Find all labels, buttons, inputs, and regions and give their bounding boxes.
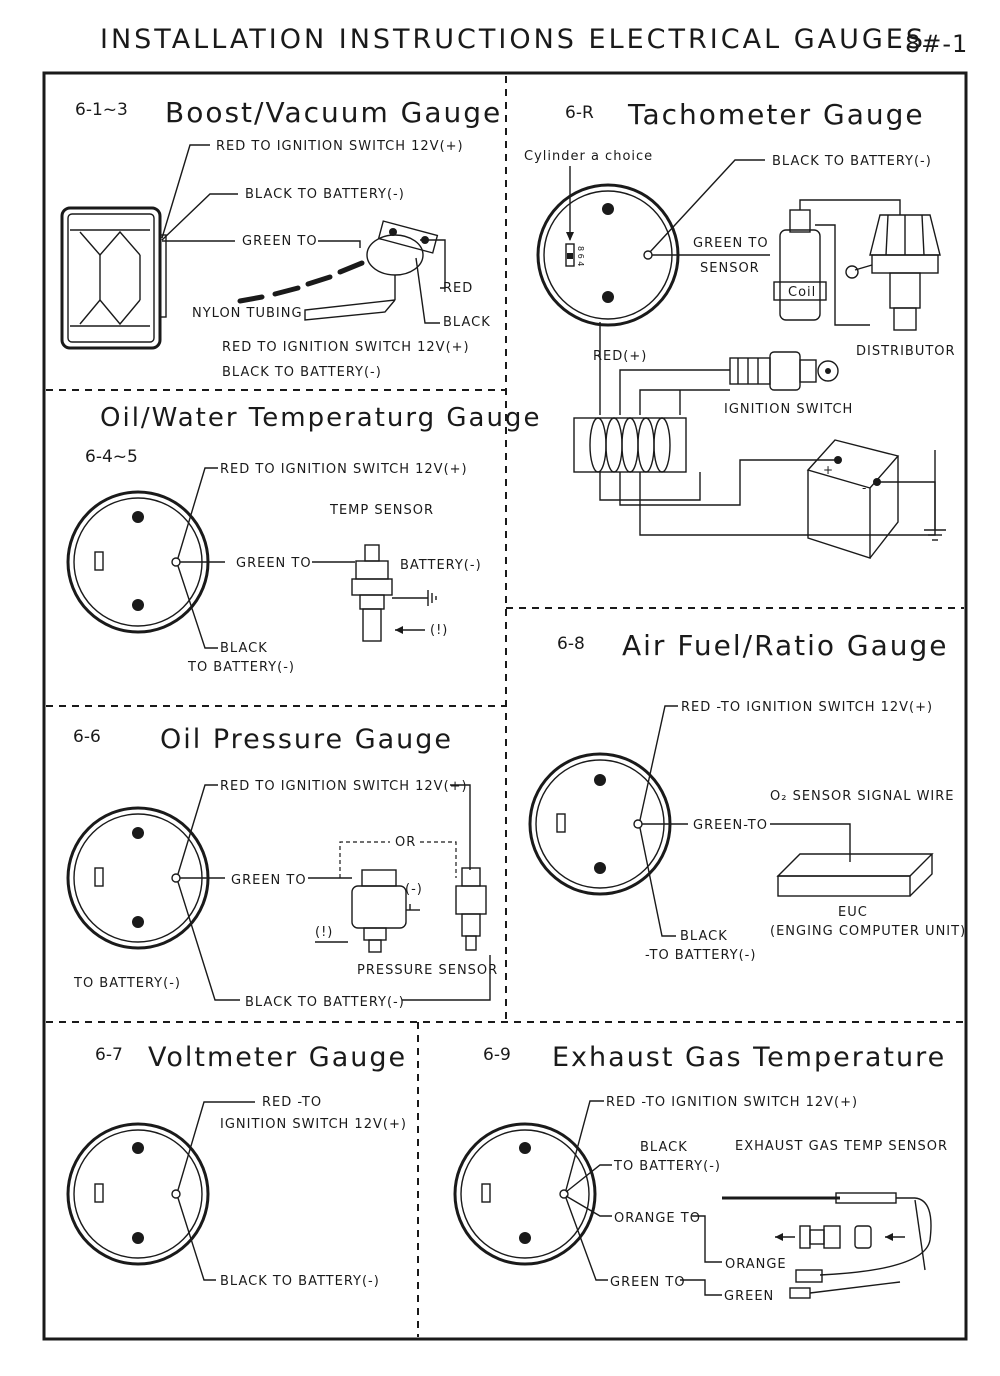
euc-label: EUC xyxy=(838,905,868,920)
afr-red-label: RED -TO IGNITION SWITCH 12V(+) xyxy=(681,700,933,715)
boost-sensor-red-label: RED xyxy=(443,281,473,296)
oil-or-label: OR xyxy=(395,835,416,850)
battery-plus-label: + xyxy=(823,463,833,477)
boost-vacuum-section: 6-1~3 Boost/Vacuum Gauge RED TO IGNITION… xyxy=(60,96,502,380)
nylon-tubing xyxy=(237,260,365,304)
oil-battery-label: TO BATTERY(-) xyxy=(73,976,181,991)
tach-green-label-2: SENSOR xyxy=(700,261,760,276)
voltmeter-section: 6-7 Voltmeter Gauge RED -TO IGNITION SWI… xyxy=(66,1042,407,1289)
tach-title: Tachometer Gauge xyxy=(627,98,925,131)
volt-red-label-1: RED -TO xyxy=(262,1095,322,1110)
sheet-border xyxy=(42,71,968,1341)
temp-black-label-2: TO BATTERY(-) xyxy=(187,660,295,675)
afr-code: 6-8 xyxy=(557,634,585,654)
pressure-sensor xyxy=(455,867,487,951)
boost-red-label: RED TO IGNITION SWITCH 12V(+) xyxy=(216,139,464,154)
afr-black-label-2: -TO BATTERY(-) xyxy=(645,948,756,963)
oil-pressure-sender xyxy=(351,869,420,953)
page-title: INSTALLATION INSTRUCTIONS ELECTRICAL GAU… xyxy=(100,24,926,55)
boost-sensor-black-label: BLACK xyxy=(443,315,491,330)
boost-code: 6-1~3 xyxy=(75,100,128,120)
tach-cylinder-label: Cylinder a choice xyxy=(524,149,653,164)
afr-title: Air Fuel/Ratio Gauge xyxy=(622,629,949,662)
temperature-section: Oil/Water Temperaturg Gauge 6-4~5 RED TO… xyxy=(66,403,541,675)
ignition-switch-label: IGNITION SWITCH xyxy=(724,402,853,417)
ignition-coil: Coil xyxy=(773,199,901,326)
coil-label: Coil xyxy=(788,285,816,300)
egt-thermocouple-probe xyxy=(722,1192,932,1299)
oil-minus-label: (-) xyxy=(405,882,423,897)
ignition-switch xyxy=(729,351,839,391)
nylon-tubing-label: NYLON TUBING xyxy=(192,306,303,321)
egt-gauge xyxy=(453,1122,597,1266)
egt-green-label: GREEN xyxy=(724,1289,774,1304)
boost-note-red: RED TO IGNITION SWITCH 12V(+) xyxy=(222,340,470,355)
tach-dip-switch-label: 8 6 4 xyxy=(576,246,585,266)
volt-red-label-2: IGNITION SWITCH 12V(+) xyxy=(220,1117,407,1132)
tach-gauge: 8 6 4 xyxy=(536,166,680,327)
egt-green-to-label: GREEN TO xyxy=(610,1275,686,1290)
egt-orange-to-label: ORANGE TO xyxy=(614,1211,701,1226)
pressure-sensor-label: PRESSURE SENSOR xyxy=(357,963,498,978)
afr-section: 6-8 Air Fuel/Ratio Gauge RED -TO IGNITIO… xyxy=(528,629,966,963)
egt-section: 6-9 Exhaust Gas Temperature RED -TO IGNI… xyxy=(453,1042,948,1304)
engine-computer-unit xyxy=(776,853,934,897)
temp-sensor xyxy=(351,544,437,642)
tach-black-label: BLACK TO BATTERY(-) xyxy=(772,154,932,169)
battery-minus-label: - xyxy=(862,481,866,495)
tach-red-label: RED(+) xyxy=(593,349,647,364)
page-code: 8#-1 xyxy=(905,30,968,58)
battery: + - xyxy=(806,439,900,559)
oil-warning-note: (!) xyxy=(315,925,333,940)
volt-title: Voltmeter Gauge xyxy=(148,1042,407,1073)
temp-code: 6-4~5 xyxy=(85,447,138,467)
temp-sensor-label: TEMP SENSOR xyxy=(329,503,434,518)
egt-black-label-1: BLACK xyxy=(640,1140,688,1155)
oil-green-label: GREEN TO xyxy=(231,873,307,888)
oil-code: 6-6 xyxy=(73,727,101,747)
temp-black-label-1: BLACK xyxy=(220,641,268,656)
afr-green-label: GREEN-TO xyxy=(693,818,768,833)
egt-sensor-label: EXHAUST GAS TEMP SENSOR xyxy=(735,1139,948,1154)
egt-code: 6-9 xyxy=(483,1045,511,1065)
temp-red-label: RED TO IGNITION SWITCH 12V(+) xyxy=(220,462,468,477)
tach-code: 6-R xyxy=(565,103,594,123)
oil-pressure-section: 6-6 Oil Pressure Gauge RED TO IGNITION S… xyxy=(66,724,498,1010)
temp-title: Oil/Water Temperaturg Gauge xyxy=(100,403,541,433)
temp-warning-note: (!) xyxy=(430,623,448,638)
afr-o2-label: O₂ SENSOR SIGNAL WIRE xyxy=(770,789,955,804)
volt-black-label: BLACK TO BATTERY(-) xyxy=(220,1274,380,1289)
boost-sender-unit xyxy=(304,220,446,324)
volt-gauge xyxy=(66,1122,210,1266)
oil-black-label: BLACK TO BATTERY(-) xyxy=(245,995,405,1010)
boost-note-black: BLACK TO BATTERY(-) xyxy=(222,365,382,380)
egt-orange-label: ORANGE xyxy=(725,1257,787,1272)
ground-symbol xyxy=(924,450,946,541)
boost-title: Boost/Vacuum Gauge xyxy=(165,96,502,129)
distributor-label: DISTRIBUTOR xyxy=(856,344,956,359)
boost-gauge-side-view xyxy=(60,206,167,350)
distributor xyxy=(845,214,941,331)
egt-red-label: RED -TO IGNITION SWITCH 12V(+) xyxy=(606,1095,858,1110)
oil-title: Oil Pressure Gauge xyxy=(160,724,453,755)
temp-battery-label: BATTERY(-) xyxy=(400,558,482,573)
section-dividers xyxy=(46,76,964,1337)
afr-black-label-1: BLACK xyxy=(680,929,728,944)
tach-green-label-1: GREEN TO xyxy=(693,236,769,251)
boost-black-label: BLACK TO BATTERY(-) xyxy=(245,187,405,202)
temp-green-label: GREEN TO xyxy=(236,556,312,571)
euc-full-label: (ENGING COMPUTER UNIT) xyxy=(770,924,966,939)
tachometer-section: 6-R Tachometer Gauge Cylinder a choice 8… xyxy=(524,98,956,559)
oil-red-label: RED TO IGNITION SWITCH 12V(+) xyxy=(220,779,468,794)
egt-title: Exhaust Gas Temperature xyxy=(552,1042,946,1073)
egt-black-label-2: TO BATTERY(-) xyxy=(613,1159,721,1174)
volt-code: 6-7 xyxy=(95,1045,123,1065)
egt-compression-fitting xyxy=(775,1225,905,1249)
boost-green-label: GREEN TO xyxy=(242,234,318,249)
